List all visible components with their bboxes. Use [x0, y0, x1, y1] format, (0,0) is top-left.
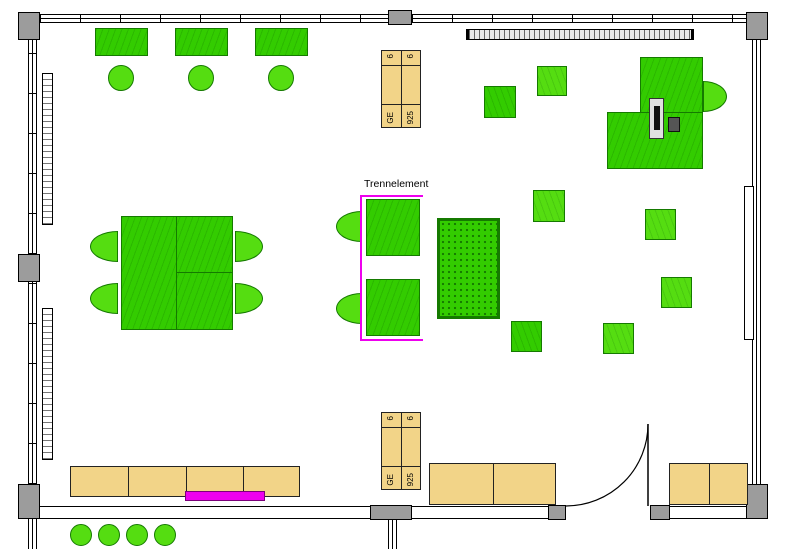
- wall-stub-center: [388, 519, 397, 549]
- shelf-cabinet-top: 6 6 GE 925: [381, 50, 421, 128]
- wall-pier: [18, 484, 40, 519]
- chair: [235, 283, 263, 314]
- cabinet-label: 925: [406, 110, 415, 124]
- stool: [268, 65, 294, 91]
- trennelement-table: [366, 199, 420, 256]
- desk-device: [668, 117, 680, 132]
- sideboard-divider: [128, 467, 129, 496]
- seat-cube: [603, 323, 634, 354]
- wall-pier: [388, 10, 412, 25]
- student-table: [255, 28, 308, 56]
- wall-stub-left: [28, 519, 37, 549]
- seat-cube: [511, 321, 542, 352]
- cabinet-label: GE: [386, 474, 395, 486]
- stool: [108, 65, 134, 91]
- desk-chair: [703, 81, 727, 112]
- wall-bottom-left: [40, 506, 370, 519]
- chair: [235, 231, 263, 262]
- cabinet-label: 6: [386, 54, 395, 59]
- window-wall-top-left: [40, 14, 388, 23]
- door-jamb: [650, 505, 670, 520]
- sideboard-divider: [709, 464, 710, 504]
- wall-pier: [18, 254, 40, 282]
- trennelement-partition: [362, 339, 423, 341]
- sideboard-divider: [243, 467, 244, 496]
- window-wall-left-upper: [28, 40, 37, 254]
- wall-pier: [18, 12, 40, 40]
- group-table-divider: [177, 272, 233, 273]
- cabinet-label: GE: [386, 112, 395, 124]
- seat-cube: [533, 190, 565, 222]
- trennelement-partition: [362, 195, 423, 197]
- cabinet-label: 925: [406, 472, 415, 486]
- seat-cube: [484, 86, 516, 118]
- cabinet-label: 6: [406, 54, 415, 59]
- magenta-tray: [185, 491, 265, 501]
- wall-rail: [466, 29, 694, 40]
- chair: [90, 231, 118, 262]
- sideboard-divider: [493, 464, 494, 504]
- student-table: [95, 28, 148, 56]
- radiator: [42, 73, 53, 225]
- sideboard-center: [429, 463, 556, 505]
- stool: [126, 524, 148, 546]
- cabinet-shelf-line: [382, 466, 420, 467]
- chair: [336, 293, 362, 324]
- console-screen: [654, 106, 660, 130]
- chair: [90, 283, 118, 314]
- chair: [336, 211, 362, 242]
- cabinet-label: 6: [406, 416, 415, 421]
- seat-cube: [645, 209, 676, 240]
- cabinet-shelf-line: [382, 104, 420, 105]
- group-table: [121, 216, 233, 330]
- door-jamb: [548, 505, 566, 520]
- trennelement-partition: [360, 195, 362, 341]
- seat-cube: [661, 277, 692, 308]
- stool: [70, 524, 92, 546]
- radiator: [42, 308, 53, 460]
- stool: [188, 65, 214, 91]
- student-table: [175, 28, 228, 56]
- wall-mounted-board: [744, 186, 754, 340]
- sideboard-divider: [186, 467, 187, 496]
- cabinet-shelf-line: [382, 65, 420, 66]
- stool: [154, 524, 176, 546]
- wall-bottom-right: [670, 506, 746, 519]
- shelf-cabinet-bottom: 6 6 GE 925: [381, 412, 421, 490]
- door-swing-arc: [565, 423, 649, 507]
- window-wall-top-right: [412, 14, 746, 23]
- sideboard-right: [669, 463, 748, 505]
- cabinet-label: 6: [386, 416, 395, 421]
- wall-pier: [746, 12, 768, 40]
- window-wall-left-lower: [28, 282, 37, 484]
- group-table-divider: [176, 217, 177, 329]
- door: [565, 423, 649, 507]
- cabinet-divider: [401, 413, 402, 489]
- wall-bottom-center: [412, 506, 548, 519]
- cabinet-divider: [401, 51, 402, 127]
- seat-cube: [537, 66, 567, 96]
- stool: [98, 524, 120, 546]
- perforated-table: [437, 218, 500, 319]
- wall-pier: [370, 505, 412, 520]
- trennelement-table: [366, 279, 420, 336]
- trennelement-label: Trennelement: [364, 178, 429, 190]
- cabinet-shelf-line: [382, 427, 420, 428]
